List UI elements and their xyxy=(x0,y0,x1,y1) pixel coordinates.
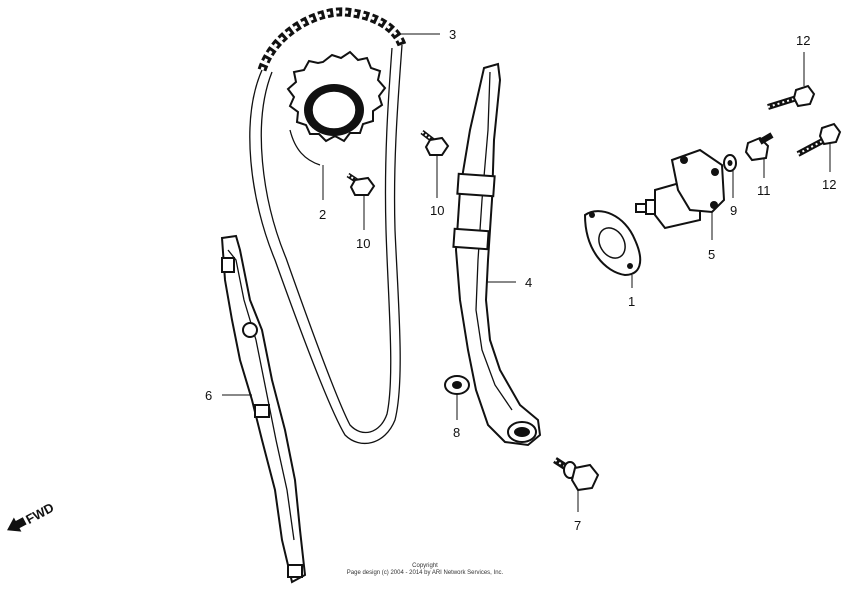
callout-7: 7 xyxy=(574,518,581,533)
cam-chain-tensioner-arm xyxy=(452,62,542,447)
callout-4: 4 xyxy=(525,275,532,290)
fwd-label: FWD xyxy=(23,500,56,527)
bolt-10-upper xyxy=(420,130,450,156)
callout-8: 8 xyxy=(453,425,460,440)
washer-8 xyxy=(444,375,470,395)
bolt-7 xyxy=(553,457,600,492)
forward-direction-indicator: FWD xyxy=(7,500,56,532)
callout-1: 1 xyxy=(628,294,635,309)
callout-11: 11 xyxy=(757,183,771,198)
forward-arrow-icon xyxy=(7,517,27,532)
cam-sprocket xyxy=(286,50,387,166)
leader-lines xyxy=(222,33,831,512)
copyright-notice: Page design (c) 2004 - 2014 by ARI Netwo… xyxy=(346,570,504,576)
callout-9: 9 xyxy=(730,203,737,218)
copyright-title: Copyright xyxy=(412,563,438,569)
bolt-12-lower xyxy=(796,122,842,157)
cam-chain xyxy=(249,7,407,444)
washer-9 xyxy=(723,154,737,172)
callout-10-lower: 10 xyxy=(356,236,370,251)
tensioner-gasket xyxy=(583,210,642,277)
callout-2: 2 xyxy=(319,207,326,222)
sealing-bolt-11 xyxy=(744,132,774,162)
callout-12-upper: 12 xyxy=(796,33,810,48)
bolt-12-upper xyxy=(767,84,816,110)
callout-6: 6 xyxy=(205,388,212,403)
tensioner-lifter xyxy=(635,148,726,230)
callout-3: 3 xyxy=(449,27,456,42)
bolt-10-lower xyxy=(346,172,376,196)
callout-10-upper: 10 xyxy=(430,203,444,218)
callout-5: 5 xyxy=(708,247,715,262)
callout-12-lower: 12 xyxy=(822,177,836,192)
cam-chain-guide xyxy=(220,234,307,584)
